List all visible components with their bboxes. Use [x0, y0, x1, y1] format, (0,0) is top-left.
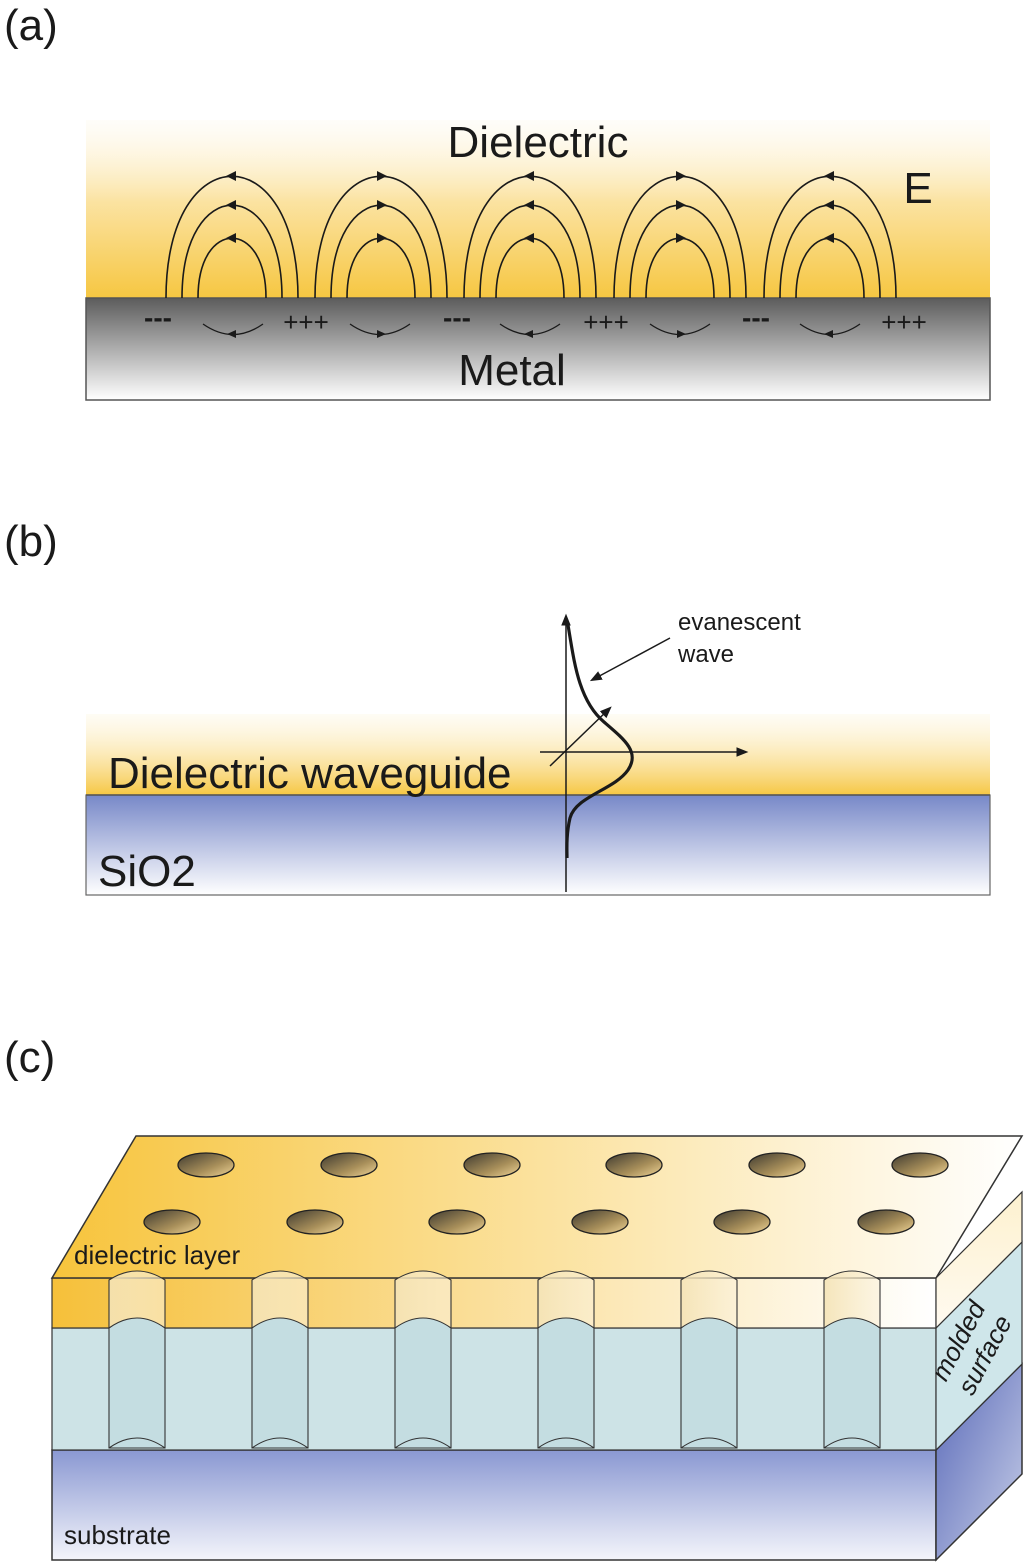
dielectric-layer-front	[51, 1277, 937, 1329]
evanescent-pointer	[589, 637, 671, 682]
negative-charge: ---	[443, 302, 471, 333]
hole	[286, 1209, 344, 1235]
current-arrowhead	[524, 330, 533, 338]
metal-label: Metal	[458, 346, 566, 395]
dielectric-label: Dielectric	[448, 118, 629, 167]
evanescent-label-line2: wave	[677, 641, 734, 668]
current-arrowhead	[227, 330, 236, 338]
pillar-base	[394, 1437, 452, 1449]
dielectric-layer-side	[935, 1190, 1023, 1330]
pillar-top	[394, 1270, 452, 1329]
pillar-base	[680, 1437, 738, 1449]
field-arrow	[524, 200, 534, 210]
pillar-body	[394, 1317, 452, 1449]
hole	[320, 1152, 378, 1178]
hole	[857, 1209, 915, 1235]
dielectric-layer-label: dielectric layer	[74, 1240, 241, 1270]
mode-profile-curve	[565, 624, 634, 859]
pillars	[108, 1270, 881, 1449]
waveguide-label: Dielectric waveguide	[108, 749, 512, 798]
pillar-base	[823, 1437, 881, 1449]
pillar-top	[108, 1270, 166, 1329]
substrate-front	[51, 1449, 937, 1561]
negative-charge: ---	[144, 302, 172, 333]
hole	[605, 1152, 663, 1178]
field-arrow	[377, 233, 387, 243]
positive-charge: +++	[881, 307, 927, 337]
molded-layer-front	[51, 1327, 937, 1451]
pillar-base	[537, 1437, 595, 1449]
field-arrow	[676, 200, 686, 210]
pillar-body	[108, 1317, 166, 1449]
field-arrow	[824, 171, 834, 181]
hole	[428, 1209, 486, 1235]
sio2-region	[85, 794, 991, 896]
pillar-top	[537, 1270, 595, 1329]
panel-c: (c) dielectric layer molded surface subs…	[4, 1033, 1024, 1562]
dielectric-region	[86, 120, 990, 300]
pillar-base	[251, 1437, 309, 1449]
field-label: E	[903, 164, 932, 213]
field-arrow	[676, 171, 686, 181]
pillar-body	[823, 1317, 881, 1449]
pillar-body	[680, 1317, 738, 1449]
sio2-label: SiO2	[98, 847, 196, 896]
panel-b-label: (b)	[4, 517, 58, 566]
field-lines	[165, 171, 897, 299]
field-arrow	[377, 171, 387, 181]
field-arrow	[524, 171, 534, 181]
pillar-top	[680, 1270, 738, 1329]
hole	[143, 1209, 201, 1235]
field-arrow	[524, 233, 534, 243]
pillar-body	[251, 1317, 309, 1449]
pillar-top	[251, 1270, 309, 1329]
positive-charge: +++	[283, 307, 329, 337]
hole	[463, 1152, 521, 1178]
field-arrow	[377, 200, 387, 210]
field-arrow	[226, 171, 236, 181]
surface-charges: --- +++ --- +++ --- +++	[144, 302, 927, 337]
panel-a-label: (a)	[4, 1, 58, 50]
panel-b: (b) Dielectric waveguide SiO2 evanescent…	[4, 517, 991, 896]
top-holes	[143, 1152, 949, 1235]
panel-a: (a) Dielectric E Metal --- +++ --- +++ --- ++…	[4, 1, 991, 401]
evanescent-label-line1: evanescent	[678, 609, 801, 636]
hole	[713, 1209, 771, 1235]
field-arrow	[226, 233, 236, 243]
current-arrowhead	[677, 330, 686, 338]
pillar-body	[537, 1317, 595, 1449]
surface-currents	[202, 323, 861, 338]
negative-charge: ---	[742, 302, 770, 333]
metal-region	[85, 297, 991, 401]
field-arrow	[226, 200, 236, 210]
current-arrowhead	[377, 330, 386, 338]
pillar-base	[108, 1437, 166, 1449]
panel-c-label: (c)	[4, 1033, 55, 1082]
current-arrowhead	[824, 330, 833, 338]
hole	[891, 1152, 949, 1178]
hole	[571, 1209, 629, 1235]
field-arrow	[676, 233, 686, 243]
positive-charge: +++	[583, 307, 629, 337]
field-arrow	[824, 200, 834, 210]
field-arrow	[824, 233, 834, 243]
hole	[748, 1152, 806, 1178]
hole	[177, 1152, 235, 1178]
pillar-top	[823, 1270, 881, 1329]
waveguide-region	[86, 714, 990, 796]
substrate-label: substrate	[64, 1520, 171, 1550]
